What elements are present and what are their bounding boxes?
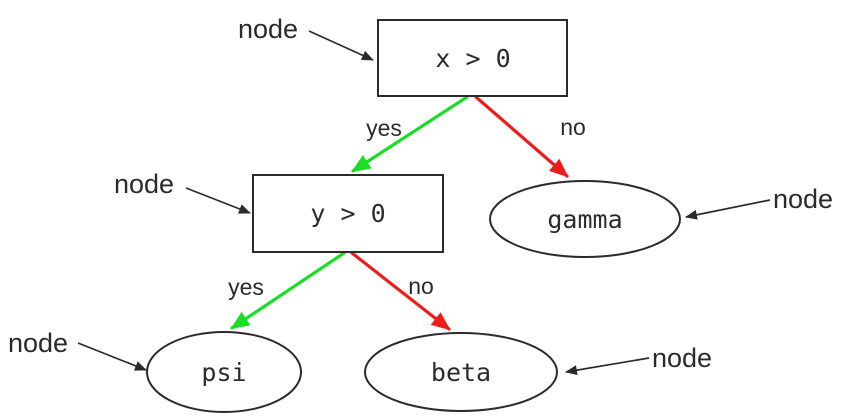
annotation-arrow bbox=[185, 187, 251, 214]
gamma-ellipse bbox=[489, 180, 681, 258]
beta-label: beta bbox=[431, 358, 491, 387]
edge-label-yes: yes bbox=[228, 274, 264, 300]
edge-label-yes: yes bbox=[366, 115, 402, 141]
edge-label-no: no bbox=[560, 114, 586, 140]
node-condition-x: x > 0 bbox=[377, 19, 568, 97]
psi-label: psi bbox=[201, 358, 246, 387]
no-edge-line bbox=[474, 95, 569, 178]
beta-ellipse bbox=[364, 332, 558, 412]
edge-x-yes-to-y: yes bbox=[351, 95, 469, 173]
no-edge-line bbox=[350, 251, 451, 331]
annotation-label: node bbox=[652, 343, 712, 373]
annotation-label: node bbox=[238, 14, 298, 44]
condition-x-label: x > 0 bbox=[435, 44, 510, 73]
annotation-label: node bbox=[773, 184, 833, 214]
edge-y-no-to-beta: no bbox=[350, 251, 451, 331]
annotation-leaf-beta: node bbox=[565, 343, 712, 376]
node-leaf-psi: psi bbox=[146, 331, 302, 413]
edge-label-no: no bbox=[408, 273, 434, 299]
yes-edge-line bbox=[351, 95, 469, 173]
annotation-arrow bbox=[308, 30, 374, 61]
condition-y-label: y > 0 bbox=[310, 199, 385, 228]
node-leaf-gamma: gamma bbox=[489, 180, 681, 258]
annotation-label: node bbox=[114, 169, 174, 199]
annotation-label: node bbox=[8, 328, 68, 358]
annotation-leaf-gamma: node bbox=[685, 184, 833, 220]
edge-y-yes-to-psi: yes bbox=[228, 251, 346, 330]
edge-x-no-to-gamma: no bbox=[474, 95, 586, 178]
annotation-condition-x: node bbox=[238, 14, 374, 61]
annotation-arrow bbox=[77, 342, 147, 371]
node-leaf-beta: beta bbox=[364, 332, 558, 412]
annotation-condition-y: node bbox=[114, 169, 251, 214]
node-condition-y: y > 0 bbox=[252, 174, 444, 253]
annotation-arrow bbox=[565, 357, 650, 376]
annotation-arrow bbox=[685, 199, 771, 220]
condition-x-box bbox=[377, 19, 568, 97]
gamma-label: gamma bbox=[547, 205, 622, 234]
psi-ellipse bbox=[146, 331, 302, 413]
condition-y-box bbox=[252, 174, 444, 253]
annotation-leaf-psi: node bbox=[8, 328, 147, 371]
yes-edge-line bbox=[230, 251, 346, 330]
